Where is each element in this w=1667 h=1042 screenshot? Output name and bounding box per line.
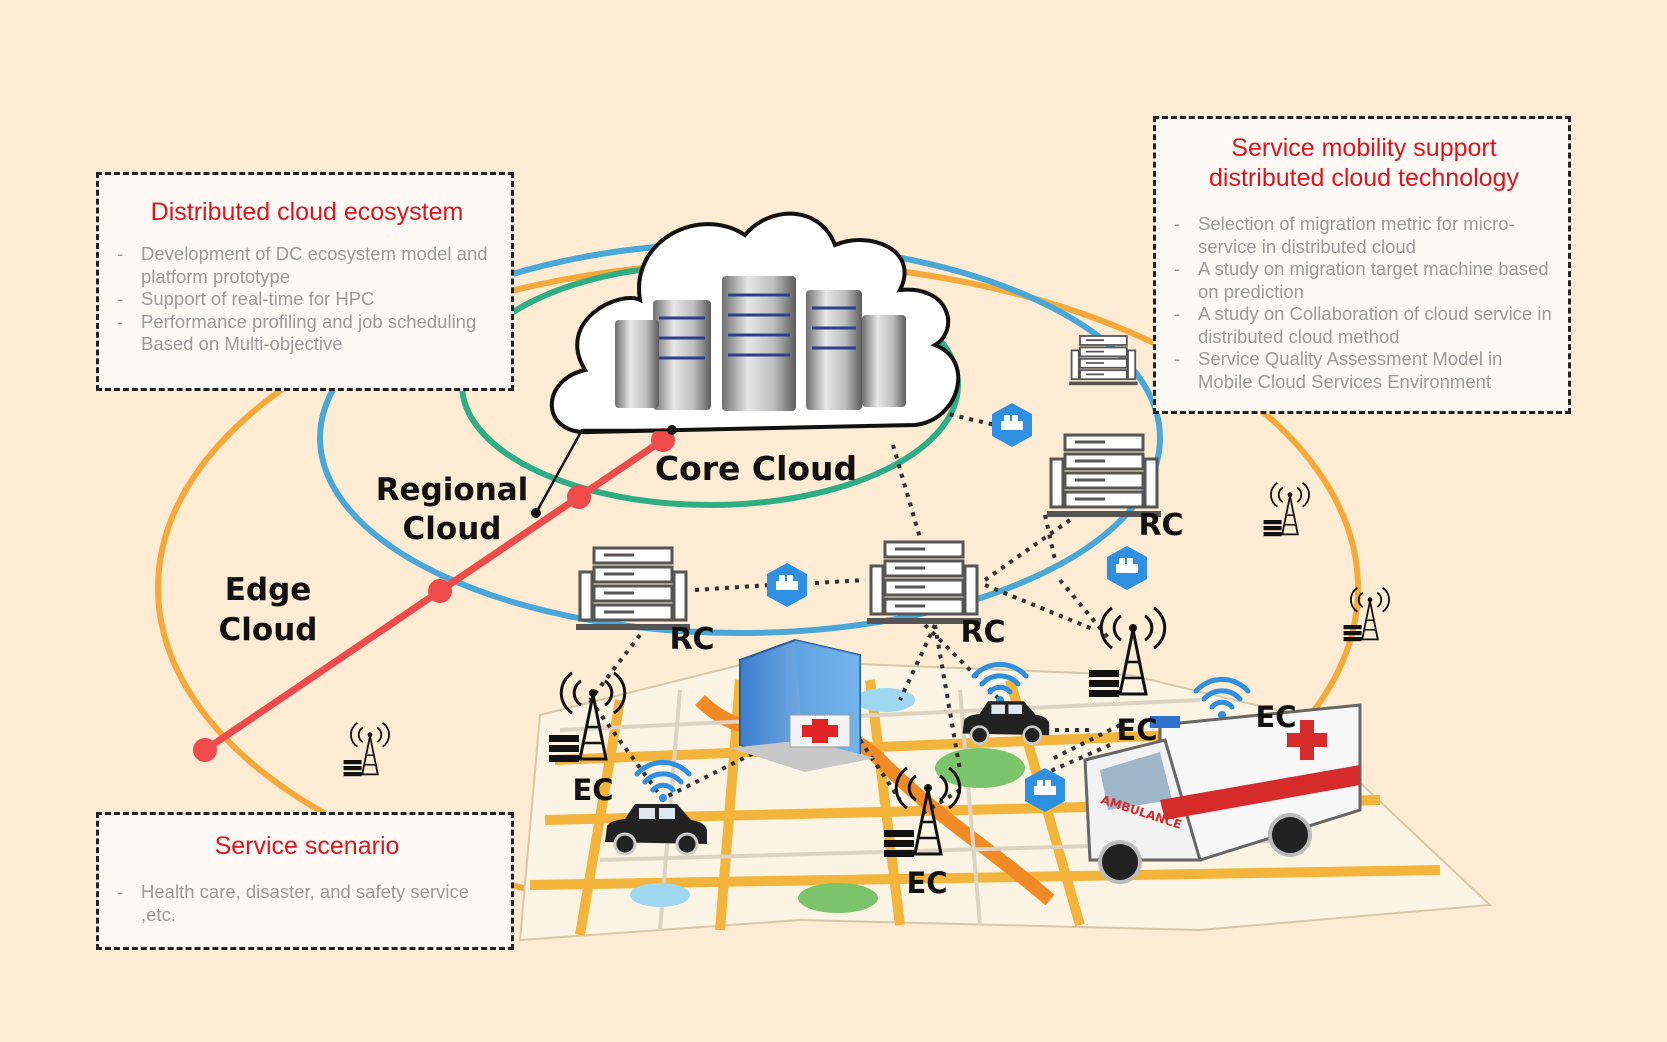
rc-server-left-icon	[574, 546, 692, 632]
rc-server-right-icon	[1045, 433, 1163, 519]
scenario-box: Service scenario Health care, disaster, …	[96, 812, 514, 950]
mobility-title-line2: distributed cloud technology	[1209, 164, 1519, 192]
ec-label: EC	[1255, 700, 1296, 734]
ambulance-icon	[1083, 703, 1362, 884]
mobility-item: Service Quality Assessment Model in Mobi…	[1174, 348, 1554, 393]
hospital-building-icon	[730, 638, 875, 772]
mobility-item: A study on migration target machine base…	[1174, 258, 1554, 303]
cloud-tier-axis	[193, 425, 677, 762]
regional-cloud-label-line1: Regional	[376, 472, 529, 508]
ecosystem-item: Support of real-time for HPC	[117, 288, 497, 311]
base-station-icon	[342, 721, 390, 778]
rc-label: RC	[960, 615, 1005, 650]
ecosystem-item: Development of DC ecosystem model and pl…	[117, 243, 497, 288]
server-rack-small-icon	[1068, 335, 1139, 387]
ecosystem-box: Distributed cloud ecosystem Development …	[96, 172, 514, 391]
rc-label: RC	[669, 622, 714, 657]
scenario-list: Health care, disaster, and safety servic…	[117, 881, 497, 926]
ec-label: EC	[1116, 713, 1157, 747]
container-icon	[992, 403, 1032, 447]
scenario-title: Service scenario	[214, 832, 400, 860]
ecosystem-item: Performance profiling and job scheduling…	[117, 311, 497, 356]
core-cloud-label: Core Cloud	[655, 449, 857, 488]
core-cloud-icon	[549, 211, 961, 435]
scenario-item: Health care, disaster, and safety servic…	[117, 881, 497, 926]
ec-label: EC	[906, 866, 947, 900]
ec-label: EC	[572, 773, 613, 807]
ecosystem-list: Development of DC ecosystem model and pl…	[117, 243, 497, 356]
mobility-list: Selection of migration metric for micro-…	[1174, 213, 1554, 393]
base-station-icon	[1342, 586, 1390, 643]
mobility-box: Service mobility support distributed clo…	[1153, 116, 1571, 414]
mobility-item: A study on Collaboration of cloud servic…	[1174, 303, 1554, 348]
rc-server-center-icon	[865, 540, 983, 626]
container-icon	[1107, 546, 1147, 590]
regional-cloud-label-line2: Cloud	[403, 511, 502, 547]
mobility-item: Selection of migration metric for micro-…	[1174, 213, 1554, 258]
mobility-title-line1: Service mobility support	[1231, 134, 1497, 162]
edge-cloud-label-line2: Cloud	[219, 612, 318, 648]
rc-label: RC	[1138, 508, 1183, 543]
base-station-icon	[1262, 481, 1310, 538]
ecosystem-title: Distributed cloud ecosystem	[150, 198, 464, 226]
container-icon	[767, 563, 807, 607]
edge-cloud-label-line1: Edge	[225, 572, 312, 608]
